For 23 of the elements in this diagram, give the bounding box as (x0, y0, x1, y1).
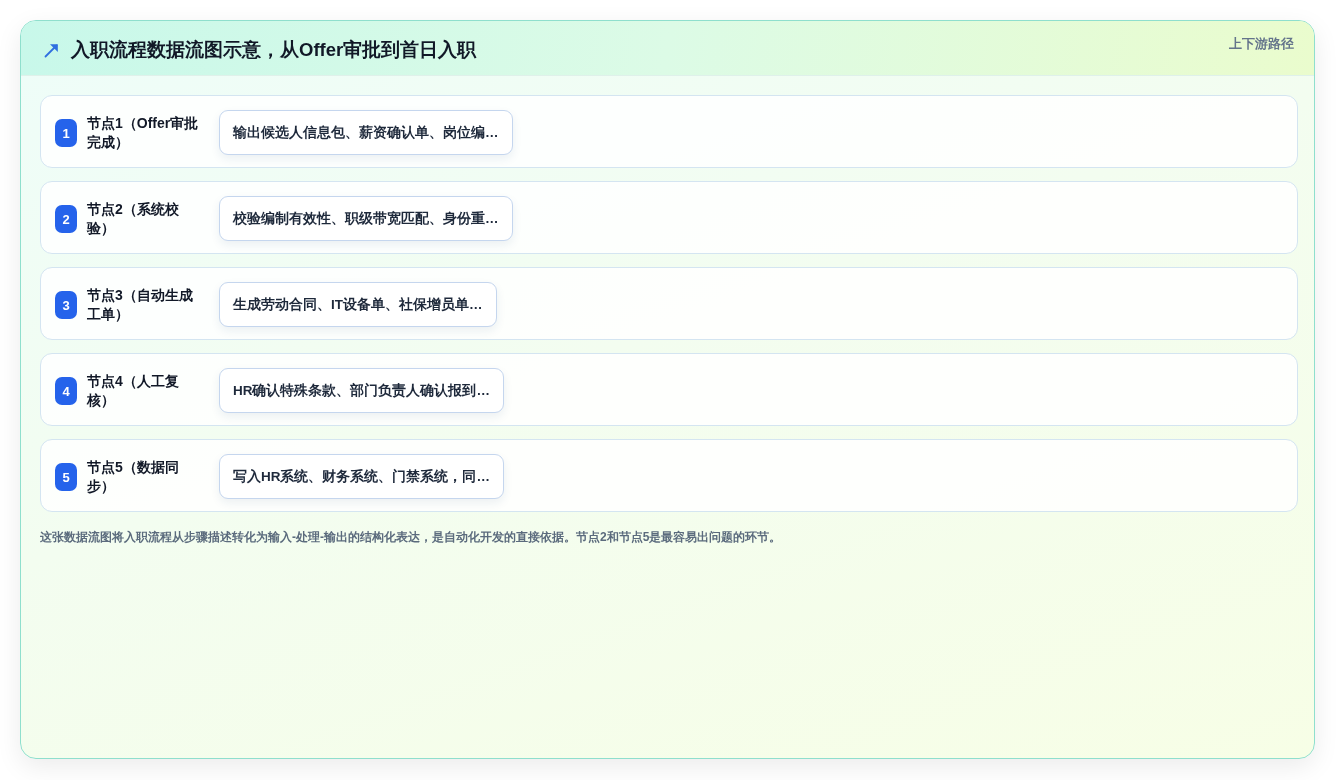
step-label: 节点4（人工复核） (87, 371, 180, 410)
path-label: 上下游路径 (1229, 36, 1294, 52)
caption-text: 这张数据流图将入职流程从步骤描述转化为输入-处理-输出的结构化表达，是自动化开发的直接依据。节点2和节点5是最容易出问题的环节。 (40, 529, 782, 545)
step-label: 节点1（Offer审批完成） (87, 113, 200, 152)
step-label: 节点2（系统校验） (87, 199, 180, 238)
step-row (40, 181, 1298, 254)
step-row (40, 353, 1298, 426)
output-box: 校验编制有效性、职级带宽匹配、身份重… (219, 196, 513, 241)
number-badge: 2 (55, 205, 77, 233)
output-box: 写入HR系统、财务系统、门禁系统，同… (219, 454, 504, 499)
output-box: 生成劳动合同、IT设备单、社保增员单… (219, 282, 497, 327)
step-label: 节点5（数据同步） (87, 457, 180, 496)
step-row (40, 95, 1298, 168)
number-badge: 4 (55, 377, 77, 405)
step-label: 节点3（自动生成工单） (87, 285, 194, 324)
number-badge: 3 (55, 291, 77, 319)
step-row (40, 439, 1298, 512)
number-badge: 1 (55, 119, 77, 147)
step-row (40, 267, 1298, 340)
output-box: HR确认特殊条款、部门负责人确认报到… (219, 368, 504, 413)
number-badge: 5 (55, 463, 77, 491)
title: 入职流程数据流图示意，从Offer审批到首日入职 (71, 38, 477, 62)
output-box: 输出候选人信息包、薪资确认单、岗位编… (219, 110, 513, 155)
